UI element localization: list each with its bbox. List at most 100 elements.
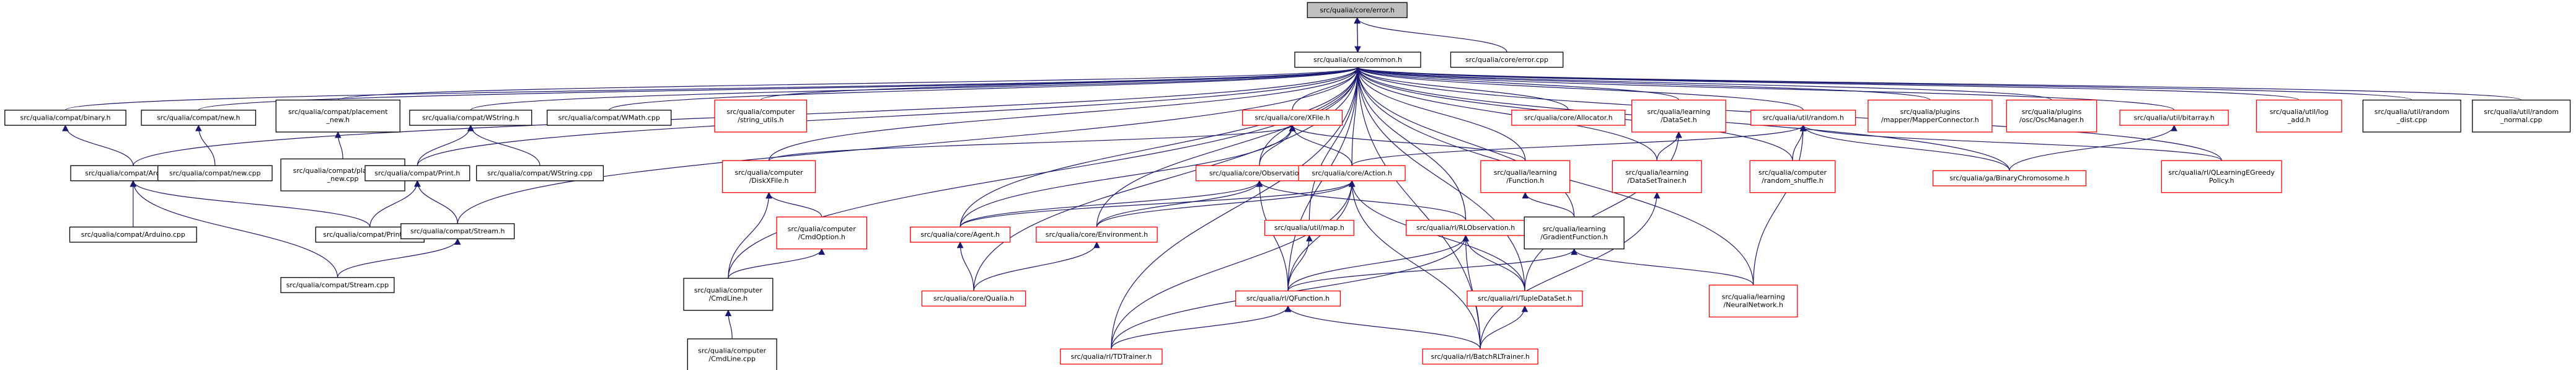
edge-line	[959, 180, 1352, 227]
edge-line	[1351, 180, 1481, 350]
file-node-rdist[interactable]: src/qualia/util/random_dist.cpp	[2362, 99, 2461, 133]
dependency-edge	[470, 66, 1361, 111]
node-label: src/qualia/compat/Stream.h	[410, 227, 505, 236]
file-node-qfunc[interactable]: src/qualia/rl/QFunction.h	[1235, 290, 1341, 307]
file-node-wstringcpp[interactable]: src/qualia/compat/WString.cpp	[476, 165, 604, 182]
node-box	[476, 165, 604, 182]
node-label: src/qualia/learning	[1722, 293, 1785, 301]
node-box	[1298, 165, 1406, 182]
file-node-diskxfile[interactable]: src/qualia/computer/DiskXFile.h	[721, 160, 816, 193]
dependency-edge	[768, 125, 1296, 161]
file-node-printh[interactable]: src/qualia/compat/Print.h	[364, 165, 470, 182]
edge-arrowhead	[765, 192, 772, 199]
edge-line	[609, 67, 1359, 111]
node-label: src/qualia/util/map.h	[1274, 224, 1344, 232]
edge-line	[1111, 180, 1352, 350]
node-label: src/qualia/core/XFile.h	[1255, 113, 1330, 121]
node-label: /Function.h	[1506, 177, 1544, 185]
file-node-wmath[interactable]: src/qualia/compat/WMath.cpp	[547, 110, 672, 126]
node-label: /DataSet.h	[1661, 116, 1697, 124]
node-label: src/qualia/rl/TDTrainer.h	[1071, 353, 1152, 361]
file-node-wstringh[interactable]: src/qualia/compat/WString.h	[409, 110, 532, 126]
node-label: /DataSetTrainer.h	[1628, 177, 1687, 185]
file-node-bitarray[interactable]: src/qualia/util/bitarray.h	[2119, 110, 2229, 126]
edge-line	[1351, 125, 1804, 166]
file-node-rlobs[interactable]: src/qualia/rl/RLObservation.h	[1405, 219, 1526, 236]
node-label: src/qualia/ga/BinaryChromosome.h	[1949, 174, 2069, 182]
edge-line	[1357, 17, 1507, 53]
file-node-common[interactable]: src/qualia/core/common.h	[1294, 51, 1421, 68]
edge-line	[417, 180, 458, 224]
edge-line	[959, 180, 1260, 227]
edge-arrowhead	[1354, 66, 1361, 74]
node-box	[714, 99, 808, 133]
node-label: src/qualia/core/Action.h	[1312, 169, 1392, 177]
edge-arrowhead	[1256, 180, 1263, 187]
file-node-tupleds[interactable]: src/qualia/rl/TupleDataSet.h	[1467, 290, 1583, 307]
dependency-edge	[414, 180, 458, 224]
edge-line	[1574, 249, 1754, 286]
node-box	[2362, 99, 2461, 133]
edge-line	[2009, 125, 2175, 171]
node-label: src/qualia/learning	[1543, 225, 1606, 233]
edge-line	[959, 125, 1293, 227]
file-node-logadd[interactable]: src/qualia/util/log_add.h	[2256, 99, 2342, 133]
dependency-edge	[973, 241, 1100, 291]
file-node-alloc[interactable]: src/qualia/core/Allocator.h	[1511, 110, 1626, 126]
file-node-environment[interactable]: src/qualia/core/Environment.h	[1036, 226, 1158, 243]
node-label: src/qualia/core/Allocator.h	[1524, 113, 1613, 121]
file-node-newcpp[interactable]: src/qualia/compat/new.cpp	[157, 165, 273, 182]
file-node-dstrainer[interactable]: src/qualia/learning/DataSetTrainer.h	[1612, 160, 1702, 193]
dependency-edge	[1354, 17, 1361, 53]
node-label: src/qualia/rl/RLObservation.h	[1416, 224, 1515, 232]
file-node-arduinocpp[interactable]: src/qualia/compat/Arduino.cpp	[69, 226, 197, 243]
node-label: /CmdLine.h	[709, 294, 748, 302]
file-node-tdtrainer[interactable]: src/qualia/rl/TDTrainer.h	[1060, 348, 1163, 365]
file-node-action[interactable]: src/qualia/core/Action.h	[1298, 165, 1406, 182]
dependency-edge	[959, 180, 1263, 227]
edge-line	[133, 180, 338, 278]
file-node-cmdlineh[interactable]: src/qualia/computer/CmdLine.h	[683, 278, 774, 311]
file-node-cmdlinecpp[interactable]: src/qualia/computer/CmdLine.cpp	[687, 338, 777, 370]
file-node-rshuffle[interactable]: src/qualia/computer/random_shuffle.h	[1749, 160, 1836, 193]
file-node-errcpp[interactable]: src/qualia/core/error.cpp	[1450, 51, 1564, 68]
file-node-cmdoption[interactable]: src/qualia/computer/CmdOption.h	[776, 216, 868, 250]
edge-line	[728, 249, 823, 279]
dependency-edge	[728, 248, 826, 279]
edge-line	[1308, 67, 1359, 221]
file-node-err[interactable]: src/qualia/core/error.h	[1307, 2, 1408, 19]
file-node-oscmgr[interactable]: src/qualia/plugins/osc/OscManager.h	[2006, 99, 2097, 133]
node-label: src/qualia/compat/Arduino.cpp	[81, 231, 185, 239]
node-box	[1631, 99, 1726, 133]
file-node-newh[interactable]: src/qualia/compat/new.h	[141, 110, 257, 126]
file-node-xfile[interactable]: src/qualia/core/XFile.h	[1242, 110, 1343, 126]
file-node-map[interactable]: src/qualia/util/map.h	[1264, 219, 1354, 236]
node-label: src/qualia/core/Qualia.h	[933, 294, 1014, 302]
file-node-rnormal[interactable]: src/qualia/util/random_normal.cpp	[2472, 99, 2571, 133]
file-node-function[interactable]: src/qualia/learning/Function.h	[1480, 160, 1571, 193]
dependency-edge	[728, 192, 772, 279]
file-node-agent[interactable]: src/qualia/core/Agent.h	[910, 226, 1011, 243]
node-label: src/qualia/core/Environment.h	[1046, 231, 1148, 239]
file-node-strutils[interactable]: src/qualia/computer/string_utils.h	[714, 99, 808, 133]
edge-line	[1357, 67, 2052, 100]
file-node-neural[interactable]: src/qualia/learning/NeuralNetwork.h	[1708, 284, 1798, 318]
file-node-qualia[interactable]: src/qualia/core/Qualia.h	[921, 290, 1026, 307]
file-node-streamh[interactable]: src/qualia/compat/Stream.h	[400, 223, 515, 239]
dependency-edge	[1351, 125, 1807, 166]
file-node-batchrl[interactable]: src/qualia/rl/BatchRLTrainer.h	[1422, 348, 1538, 365]
file-node-dataset[interactable]: src/qualia/learning/DataSet.h	[1631, 99, 1726, 133]
file-node-streamcpp[interactable]: src/qualia/compat/Stream.cpp	[280, 277, 395, 293]
file-node-binary[interactable]: src/qualia/compat/binary.h	[4, 110, 126, 126]
edge-line	[369, 180, 418, 227]
file-node-random[interactable]: src/qualia/util/random.h	[1750, 110, 1856, 126]
node-label: Policy.h	[2209, 177, 2234, 185]
file-node-placenew[interactable]: src/qualia/compat/placement_new.h	[275, 99, 400, 133]
file-node-mapconn[interactable]: src/qualia/plugins/mapper/MapperConnecto…	[1868, 99, 1993, 133]
edge-line	[760, 67, 1359, 100]
file-node-binchrom[interactable]: src/qualia/ga/BinaryChromosome.h	[1932, 170, 2087, 187]
file-node-gradfunc[interactable]: src/qualia/learning/GradientFunction.h	[1524, 216, 1625, 250]
edge-line	[768, 192, 823, 218]
node-label: /CmdLine.cpp	[708, 355, 756, 363]
